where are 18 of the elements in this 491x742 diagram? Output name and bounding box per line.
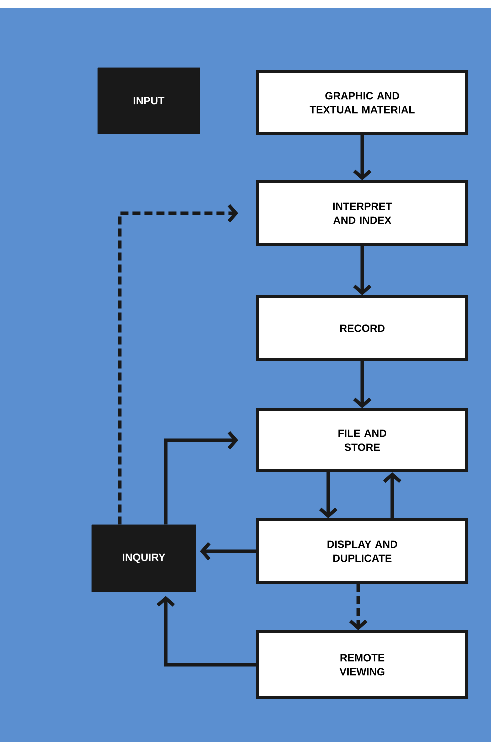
process-box: FILE AND STORE — [256, 408, 468, 472]
arrow — [383, 472, 402, 518]
arrow — [353, 136, 372, 180]
process-box: REMOTE VIEWING — [256, 630, 468, 700]
process-box: INTERPRET AND INDEX — [256, 180, 468, 246]
arrow — [118, 204, 238, 525]
input-box: INQUIRY — [92, 524, 196, 592]
arrow — [349, 584, 368, 630]
process-box: DISPLAY AND DUPLICATE — [256, 518, 468, 584]
arrow — [353, 362, 372, 408]
arrow — [319, 472, 338, 518]
input-box: INPUT — [98, 68, 200, 134]
process-box: GRAPHIC AND TEXTUAL MATERIAL — [256, 70, 468, 136]
arrow — [156, 596, 256, 667]
process-box: RECORD — [256, 296, 468, 362]
arrow — [353, 246, 372, 296]
arrow — [164, 431, 238, 525]
arrow — [200, 542, 256, 561]
